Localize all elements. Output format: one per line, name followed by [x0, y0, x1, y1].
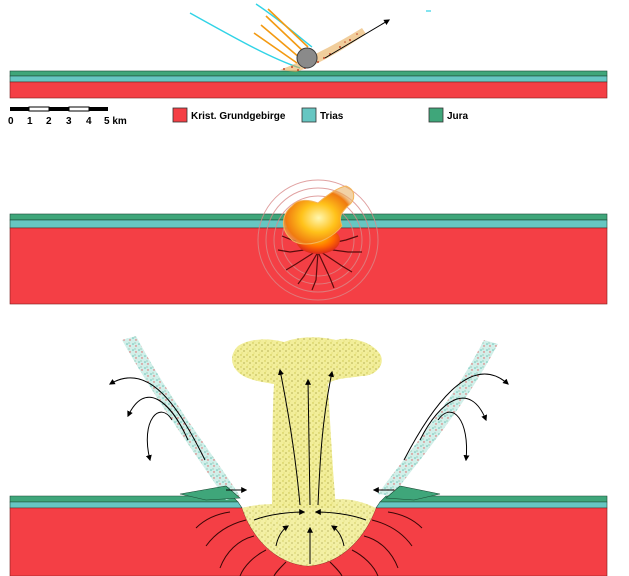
panel1-jura-layer: [10, 71, 607, 76]
impact-spray: [280, 28, 366, 72]
panel-approach: [10, 4, 607, 98]
legend-label-trias: Trias: [320, 111, 344, 122]
ejecta-column: [232, 337, 382, 508]
scale-bar: 0 1 2 3 4 5 km: [8, 107, 127, 127]
legend: Krist. Grundgebirge Trias Jura: [173, 108, 469, 122]
scale-tick-4: 4: [86, 116, 92, 127]
legend-label-jura: Jura: [447, 111, 469, 122]
projectile: [297, 48, 317, 68]
ejecta-curtain-right: [378, 340, 498, 496]
scale-tick-3: 3: [66, 116, 72, 127]
shock-front-left: [190, 13, 300, 68]
panel-excavation: [10, 336, 607, 576]
legend-item-trias: Trias: [302, 108, 344, 122]
panel-contact: [10, 180, 607, 304]
panel3-trias-layer-left: [10, 502, 242, 508]
legend-item-basement: Krist. Grundgebirge: [173, 108, 286, 122]
legend-item-jura: Jura: [429, 108, 469, 122]
legend-label-basement: Krist. Grundgebirge: [191, 111, 286, 122]
scale-tick-5: 5 km: [104, 116, 127, 127]
panel1-basement-layer: [10, 82, 607, 98]
scale-tick-0: 0: [8, 116, 14, 127]
scale-tick-2: 2: [46, 116, 52, 127]
panel3-trias-layer-right: [376, 502, 607, 508]
trajectory-arrow: [325, 20, 389, 58]
panel1-trias-layer: [10, 76, 607, 82]
scale-tick-1: 1: [27, 116, 33, 127]
